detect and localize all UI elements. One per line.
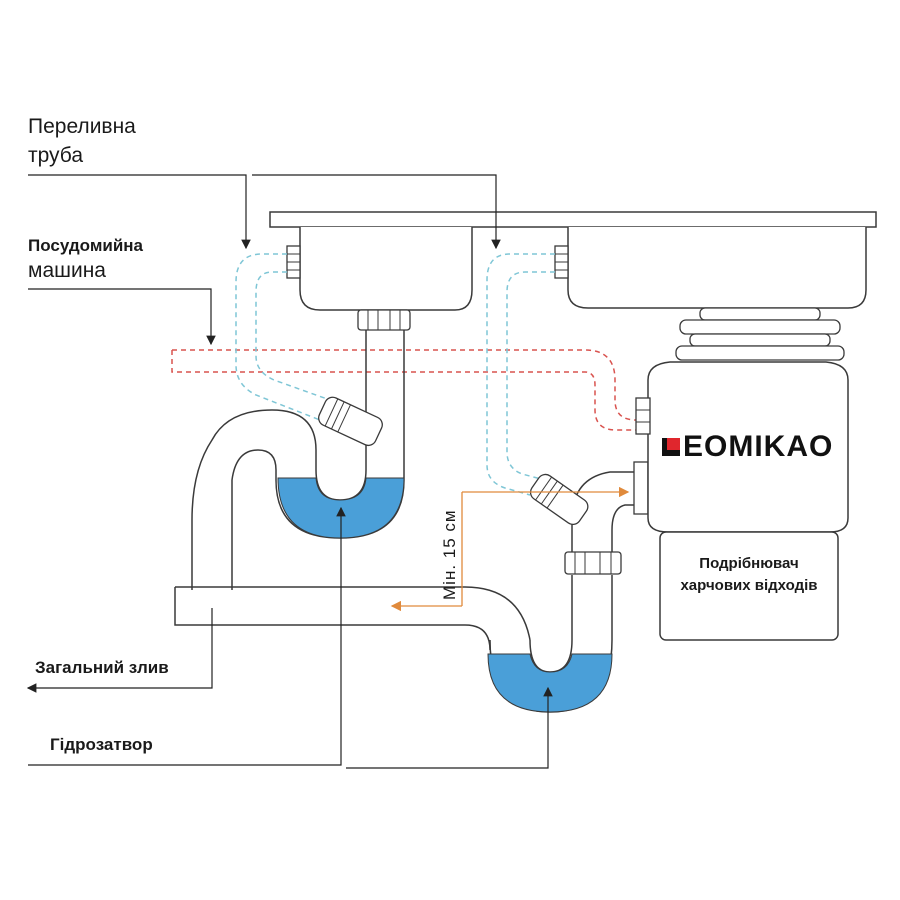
right-sink-bowl <box>567 227 867 309</box>
main-drain-pipe <box>174 586 531 651</box>
disposer-label-line2: харчових відходів <box>680 577 818 594</box>
disposer-lower-body <box>659 531 839 641</box>
right-trap-water <box>487 653 613 713</box>
overflow-leader-right <box>252 174 501 250</box>
countertop <box>269 211 877 228</box>
right-overflow-hose <box>486 253 555 496</box>
dishwasher-inlet <box>635 397 651 435</box>
overflow-leader-left <box>28 174 251 250</box>
left-trap-outline <box>191 330 405 590</box>
overflow-pipe-label-line1: Переливна <box>28 115 136 138</box>
brand-logo-text: EOMIKAO <box>683 430 834 463</box>
dishwasher-label-line1: Посудомийна <box>28 236 144 255</box>
disposer-label-line1: Подрібнювач <box>699 555 799 572</box>
disposer-outlet-flange <box>633 461 649 515</box>
left-overflow-hose <box>235 253 331 421</box>
brand-logo: EOMIKAO <box>662 430 833 464</box>
overflow-pipe-label-line2: труба <box>28 144 84 167</box>
min-height-label: Мін. 15 см <box>440 509 459 600</box>
water-seal-leader-left <box>28 506 346 766</box>
water-seal-label: Гідрозатвор <box>50 735 153 754</box>
main-drain-label: Загальний злив <box>35 658 169 677</box>
left-overflow-fitting <box>318 396 383 447</box>
dishwasher-hose <box>171 349 640 431</box>
disposer-mount <box>675 307 845 361</box>
left-sink-bowl <box>299 227 473 311</box>
water-seal-leader-right <box>346 686 553 769</box>
right-overflow-fitting <box>529 473 589 526</box>
dishwasher-leader <box>28 288 216 346</box>
disposer-body <box>647 361 849 533</box>
left-drain-nut <box>357 309 411 331</box>
brand-mark-icon <box>662 438 680 456</box>
dishwasher-label-line2: машина <box>28 259 106 282</box>
main-drain-leader <box>26 608 213 693</box>
right-trap-nut <box>564 551 622 575</box>
